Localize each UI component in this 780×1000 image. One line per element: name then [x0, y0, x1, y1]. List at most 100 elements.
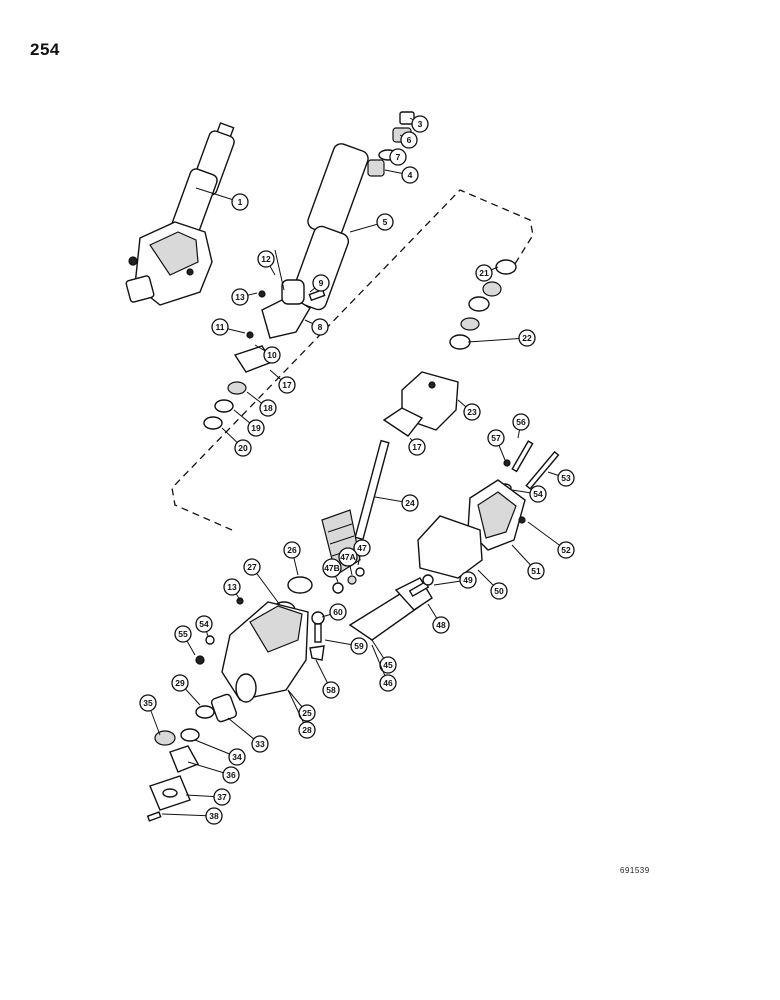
callout-number: 8: [318, 322, 323, 332]
callout-number: 13: [227, 582, 237, 592]
callout-number: 54: [533, 489, 543, 499]
callout-number: 9: [319, 278, 324, 288]
callout-number: 53: [561, 473, 571, 483]
callout-bubble: [459, 571, 477, 589]
side-cover-block: [382, 371, 459, 437]
callout-bubble: [557, 469, 575, 487]
callout-number: 47B: [324, 563, 340, 573]
column-gaskets: [203, 331, 274, 430]
callout-bubble: [283, 541, 301, 559]
callout-bubble: [379, 674, 397, 692]
callout-bubble: [243, 558, 261, 576]
callout-bubble: [174, 625, 192, 643]
callout-bubble: [338, 547, 358, 567]
callout-bubble: [298, 721, 316, 739]
callout-bubble: [376, 213, 394, 231]
callout-number: 51: [531, 566, 541, 576]
callout-number: 25: [302, 708, 312, 718]
callout-bubble: [400, 131, 418, 149]
callout-bubble: [213, 788, 231, 806]
callout-number: 19: [251, 423, 261, 433]
callout-bubble: [278, 376, 296, 394]
callout-number: 21: [479, 268, 489, 278]
callout-bubble: [487, 429, 505, 447]
callout-number: 47: [357, 543, 367, 553]
callout-bubble: [139, 694, 157, 712]
callout-number: 54: [199, 619, 209, 629]
callout-number: 56: [516, 417, 526, 427]
callout-bubble: [353, 539, 371, 557]
callout-number: 60: [333, 607, 343, 617]
callout-bubble: [247, 419, 265, 437]
callout-bubble: [257, 250, 275, 268]
callout-number: 18: [263, 403, 273, 413]
callout-bubble: [463, 403, 481, 421]
callout-number: 58: [326, 685, 336, 695]
callout-bubble: [205, 807, 223, 825]
callout-bubble: [259, 399, 277, 417]
callout-number: 12: [261, 254, 271, 264]
callout-number: 13: [235, 292, 245, 302]
callout-bubble: [490, 582, 508, 600]
callout-bubble: [223, 578, 241, 596]
callout-bubble: [432, 616, 450, 634]
callout-bubble: [475, 264, 493, 282]
callout-bubble: [231, 288, 249, 306]
callout-number: 52: [561, 545, 571, 555]
callout-number: 38: [209, 811, 219, 821]
callout-number: 17: [282, 380, 292, 390]
callout-bubble: [231, 193, 249, 211]
callout-bubble: [228, 748, 246, 766]
callout-bubble: [512, 413, 530, 431]
callout-number: 10: [267, 350, 277, 360]
callout-number: 1: [238, 197, 243, 207]
callout-bubble: [311, 318, 329, 336]
callout-number: 7: [396, 152, 401, 162]
callout-bubble: [171, 674, 189, 692]
callout-number: 4: [408, 170, 413, 180]
callout-number: 35: [143, 698, 153, 708]
callout-number: 6: [407, 135, 412, 145]
callout-bubble: [411, 115, 429, 133]
callout-number: 3: [418, 119, 423, 129]
callout-number: 48: [436, 620, 446, 630]
kit-boundary-dashed-line: [171, 189, 534, 531]
callout-number: 28: [302, 725, 312, 735]
callout-bubble: [529, 485, 547, 503]
callout-bubble: [350, 637, 368, 655]
callout-number: 5: [383, 217, 388, 227]
callout-number: 47A: [340, 552, 356, 562]
callout-number: 34: [232, 752, 242, 762]
callout-bubble: [401, 494, 419, 512]
callout-bubble: [322, 681, 340, 699]
callout-bubble: [211, 318, 229, 336]
callout-leader-line: [161, 813, 215, 817]
callout-bubble: [195, 615, 213, 633]
callout-bubble: [234, 439, 252, 457]
callout-number: 49: [463, 575, 473, 585]
callout-bubble: [322, 558, 342, 578]
callout-bubble: [263, 346, 281, 364]
sector-shaft: [309, 574, 434, 661]
callout-bubble: [557, 541, 575, 559]
callout-number: 45: [383, 660, 393, 670]
cover-screws-and-gaskets: [417, 440, 560, 579]
callout-number: 20: [238, 443, 248, 453]
callout-bubble: [389, 148, 407, 166]
callout-bubble: [401, 166, 419, 184]
callout-number: 26: [287, 545, 297, 555]
callout-number: 24: [405, 498, 415, 508]
callout-bubble: [251, 735, 269, 753]
column-flange: [258, 249, 326, 339]
callout-number: 46: [383, 678, 393, 688]
callout-bubble: [518, 329, 536, 347]
figure-code: 691539: [620, 866, 650, 875]
callout-number: 37: [217, 792, 227, 802]
callout-bubble: [527, 562, 545, 580]
callout-number: 57: [491, 433, 501, 443]
callout-number: 29: [175, 678, 185, 688]
callout-number: 33: [255, 739, 265, 749]
callout-bubble: [312, 274, 330, 292]
callout-number: 36: [226, 770, 236, 780]
